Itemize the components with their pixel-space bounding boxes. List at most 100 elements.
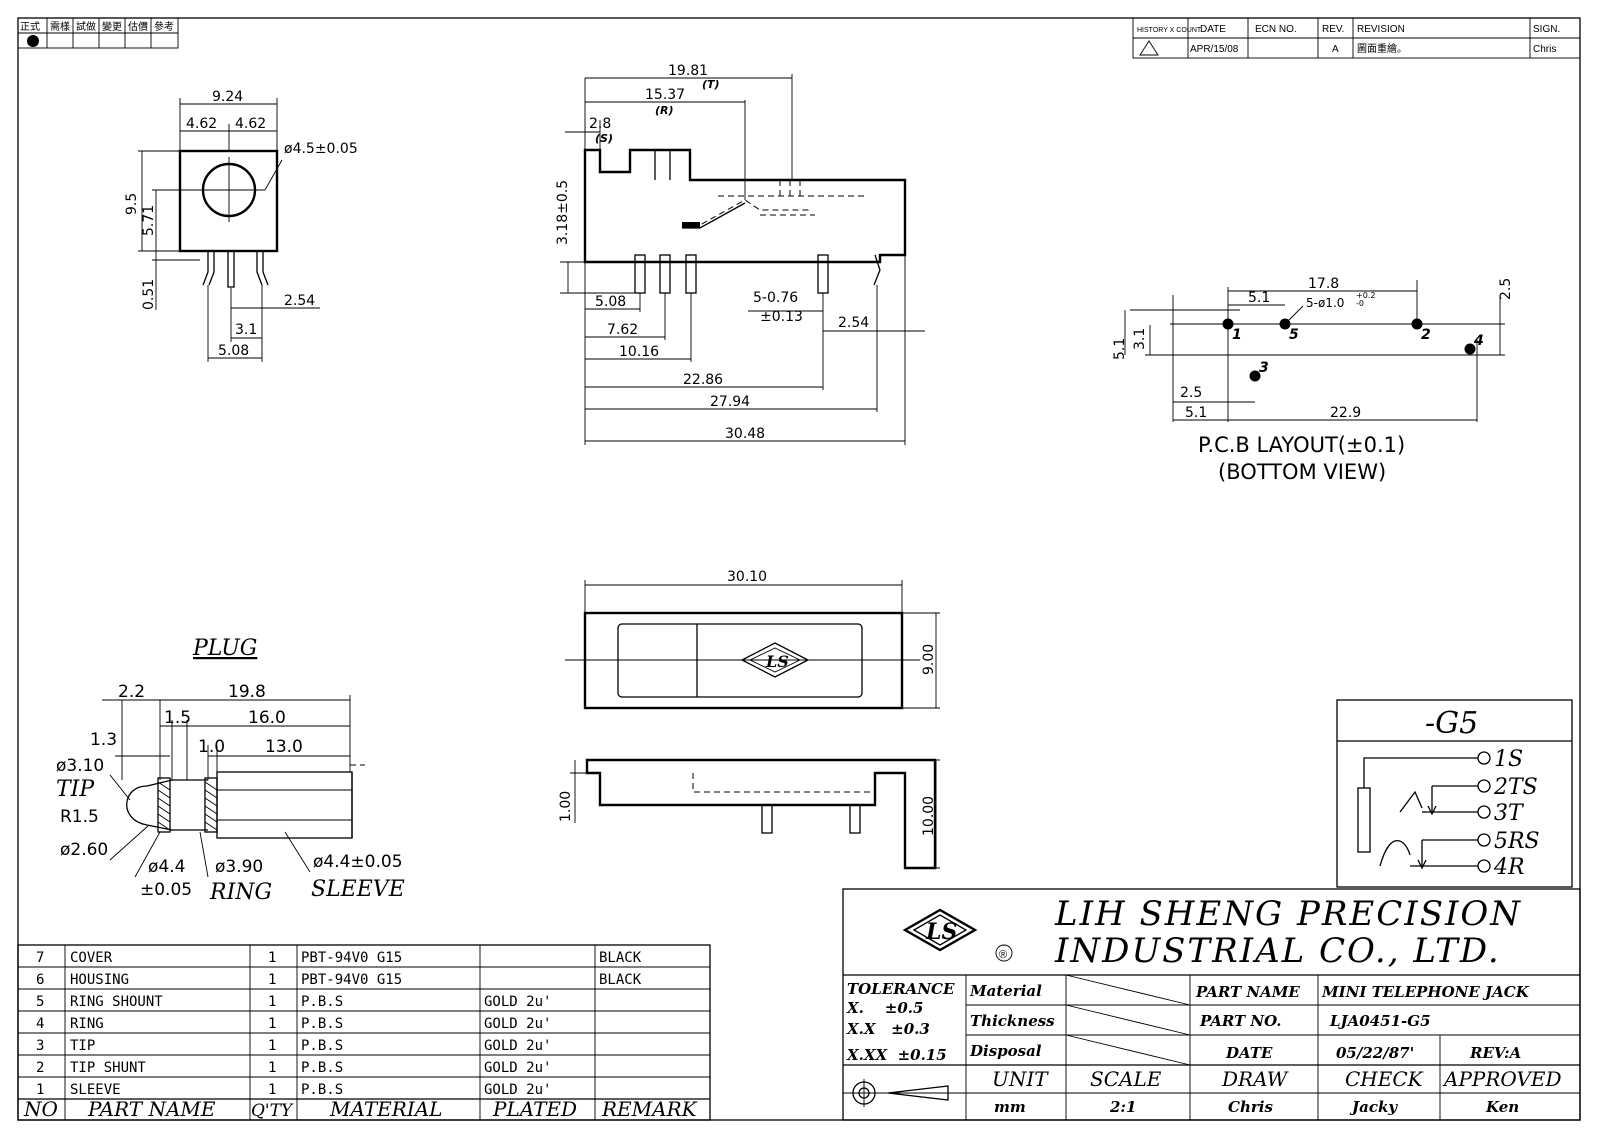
bom-header-cell: PART NAME: [87, 1097, 216, 1121]
dim-label: 1.0: [198, 737, 225, 757]
tolerance-value: X.XX ±0.15: [846, 1046, 947, 1064]
bom-cell-name: SLEEVE: [70, 1082, 121, 1098]
dim-label: 2.54: [284, 293, 315, 309]
company-name-line2: INDUSTRIAL CO., LTD.: [1054, 931, 1501, 971]
sheet-border: [17, 17, 1581, 1121]
bom-cell-material: P.B.S: [301, 1038, 343, 1054]
bom-cell-no: 2: [36, 1060, 44, 1076]
terminal-label: 4R: [1493, 855, 1525, 880]
bom-cell-qty: 1: [268, 1038, 276, 1054]
revision-triangle-icon: [1139, 40, 1159, 56]
terminal-label: 2TS: [1493, 775, 1538, 800]
bom-header-cell: PLATED: [492, 1097, 577, 1121]
bom-cell-plated: GOLD 2u': [484, 994, 551, 1010]
dim-label: 1.00: [558, 791, 574, 822]
tolerance-value: X.X ±0.3: [846, 1020, 930, 1038]
terminal-icon: [1477, 805, 1491, 819]
approved-value: Ken: [1485, 1098, 1519, 1116]
pcb-subtitle: (BOTTOM VIEW): [1218, 460, 1386, 484]
dim-label: 10.00: [921, 796, 937, 836]
dim-label: 4.62: [186, 116, 217, 132]
rev-date: APR/15/08: [1190, 44, 1239, 55]
dim-label: ø4.4±0.05: [313, 852, 403, 872]
pcb-layout: 17.8 5.1 5-ø1.0 +0.2 -0 2.5 5.1 3.1 2.5 …: [1112, 276, 1514, 484]
pcb-hole: [1249, 370, 1261, 382]
rev-description: 圖面重繪。: [1357, 42, 1407, 55]
part-no-value: LJA0451-G5: [1329, 1012, 1431, 1030]
terminal-icon: [1477, 779, 1491, 793]
history-label: 需樣: [50, 20, 70, 33]
check-value: Jacky: [1349, 1098, 1398, 1116]
svg-text:LS: LS: [765, 652, 789, 671]
dim-label: 5.08: [218, 343, 249, 359]
unit-value: mm: [994, 1098, 1026, 1116]
bom-header: NO PART NAME Q'TY MATERIAL PLATED REMARK: [23, 1097, 698, 1121]
dim-label: 3.18±0.5: [555, 180, 571, 245]
bom-cell-material: PBT-94V0 G15: [301, 950, 402, 966]
bom-cell-material: P.B.S: [301, 1082, 343, 1098]
side-view: 19.81 (T) 15.37 (R) 2.8 (S) 3.18±0.5 5-0…: [555, 63, 925, 445]
disposal-label: Disposal: [969, 1042, 1042, 1060]
tolerance-value: X. ±0.5: [846, 999, 923, 1017]
dim-label: 5.71: [141, 205, 157, 236]
dim-label: ø3.10: [56, 756, 104, 776]
dim-label: 22.9: [1330, 405, 1361, 421]
dim-label: 2.5: [1180, 385, 1202, 401]
unit-label: UNIT: [992, 1067, 1049, 1091]
part-name-value: MINI TELEPHONE JACK: [1321, 983, 1530, 1001]
bom-cell-plated: GOLD 2u': [484, 1082, 551, 1098]
tip-label: TIP: [56, 777, 95, 802]
bom-cell-material: P.B.S: [301, 1016, 343, 1032]
bom-cell-no: 7: [36, 950, 44, 966]
part-name-label: PART NAME: [1195, 983, 1300, 1001]
dim-label: 5.08: [595, 294, 626, 310]
bom-cell-no: 1: [36, 1082, 44, 1098]
bom-cell-name: COVER: [70, 950, 113, 966]
svg-text:LS: LS: [925, 919, 957, 945]
dim-label: 17.8: [1308, 276, 1339, 292]
dim-label: 0.51: [141, 279, 157, 310]
bom-cell-material: P.B.S: [301, 1060, 343, 1076]
bom-cell-qty: 1: [268, 972, 276, 988]
dim-label: 7.62: [607, 322, 638, 338]
bom-cell-name: TIP SHUNT: [70, 1060, 146, 1076]
dim-label: 2.5: [1498, 278, 1514, 300]
dim-label: 2.2: [118, 682, 145, 702]
history-label: 估價: [128, 20, 148, 33]
history-label: 試做: [76, 20, 96, 33]
dim-label: 9.24: [212, 89, 243, 105]
date-value: 05/22/87': [1336, 1044, 1414, 1062]
terminal-icon: [1477, 751, 1491, 765]
bom-cell-plated: GOLD 2u': [484, 1060, 551, 1076]
dim-label: 22.86: [683, 372, 723, 388]
rev-header: REVISION: [1357, 24, 1405, 35]
history-label: 正式: [20, 20, 40, 33]
bom-cell-qty: 1: [268, 1060, 276, 1076]
bom-table: [17, 944, 711, 1121]
svg-text:®: ®: [999, 949, 1007, 961]
tolerance-label: TOLERANCE: [847, 980, 955, 998]
bom-cell-no: 5: [36, 994, 44, 1010]
dim-label: 2.8: [589, 116, 611, 132]
dim-label: 9.5: [124, 193, 140, 215]
rev-header: DATE: [1200, 24, 1226, 35]
pcb-hole: [1411, 318, 1423, 330]
dim-label: ±0.13: [760, 309, 803, 325]
title-block: LS ® LIH SHENG PRECISION INDUSTRIAL CO.,…: [842, 888, 1581, 1121]
rev-sign: Chris: [1533, 44, 1556, 55]
dim-label: 5-ø1.0: [1306, 296, 1344, 310]
dim-label: 5.1: [1185, 405, 1207, 421]
dim-label: ø3.90: [215, 857, 263, 877]
dim-label: ±0.05: [140, 880, 192, 900]
rev-value: REV:A: [1469, 1044, 1521, 1062]
plug-title: PLUG: [192, 636, 257, 661]
front-view: 9.24 4.62 4.62 ø4.5±0.05 9.5 5.71 0.51 2…: [124, 89, 358, 362]
dim-label: 27.94: [710, 394, 750, 410]
scale-label: SCALE: [1090, 1067, 1162, 1091]
pin-number: 4: [1473, 333, 1484, 349]
